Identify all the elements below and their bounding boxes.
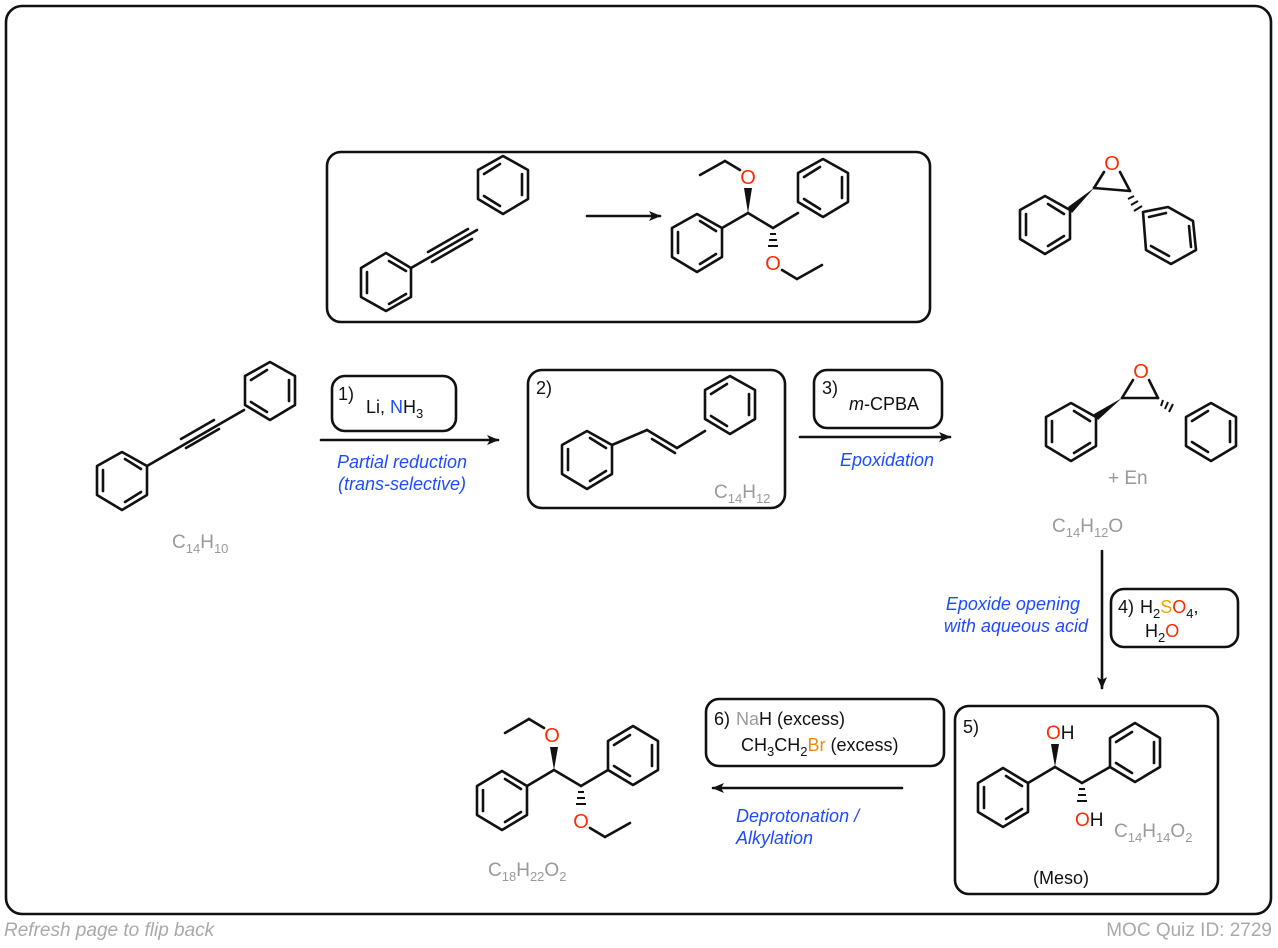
- step2-number: 2): [536, 378, 552, 398]
- step1-note: Partial reduction: [337, 452, 467, 472]
- step1-reagent-box: [330, 374, 458, 433]
- step3-reagent: m-CPBA: [849, 394, 919, 414]
- step1-number: 1): [338, 384, 354, 404]
- step6-reagent-line2: CH3CH2Br (excess): [741, 735, 898, 759]
- final-formula: C18H22O2: [488, 860, 566, 884]
- start-formula: C14H10: [172, 532, 228, 556]
- benzene-ring: [1018, 194, 1072, 256]
- step4-note: with aqueous acid: [944, 616, 1089, 636]
- benzene-ring: [703, 374, 757, 436]
- oxygen-label: O: [765, 253, 781, 275]
- step5-box: [953, 704, 1220, 896]
- step4-reagent-box: [1109, 587, 1240, 649]
- benzene-ring: [606, 724, 660, 787]
- oxygen-label: O: [544, 725, 560, 747]
- oxygen-label: O: [573, 811, 589, 833]
- oxygen-label: O: [1133, 361, 1149, 383]
- quiz-id: MOC Quiz ID: 2729: [1106, 920, 1272, 941]
- plus-enantiomer: + En: [1108, 468, 1148, 489]
- step4-note: Epoxide opening: [946, 594, 1080, 614]
- step3-note: Epoxidation: [840, 450, 934, 470]
- epoxide-formula: C14H12O: [1052, 516, 1123, 540]
- flip-back-hint: Refresh page to flip back: [4, 920, 215, 941]
- benzene-ring: [475, 769, 529, 832]
- answer-preview-epoxide: O: [1018, 153, 1198, 266]
- benzene-ring: [243, 360, 297, 422]
- trans-stilbene: [560, 374, 757, 491]
- benzene-ring: [359, 251, 413, 313]
- step6-note: Alkylation: [735, 828, 813, 848]
- question-box: [325, 150, 932, 324]
- question-start-diphenylacetylene: [359, 154, 530, 313]
- benzene-ring: [95, 450, 149, 512]
- benzene-ring: [1141, 205, 1198, 266]
- oxygen-label: O: [1104, 153, 1120, 175]
- benzene-ring: [1108, 721, 1162, 784]
- benzene-ring: [670, 212, 724, 274]
- step6-reagent-line1: 6)NaH (excess): [714, 709, 845, 729]
- step4-reagent-line2: H2O: [1145, 621, 1179, 645]
- oxygen-label: O: [740, 167, 756, 189]
- step5-formula: C14H14O2: [1114, 821, 1192, 845]
- start-diphenylacetylene: C14H10: [95, 360, 297, 556]
- step6-reagent-box: [704, 697, 946, 768]
- step4-reagent-line1: 4)H2SO4,: [1118, 597, 1199, 621]
- step3-reagent-box: [812, 368, 944, 430]
- final-product-diethyl-ether: O O C18H22O2: [475, 717, 660, 884]
- benzene-ring: [1044, 401, 1098, 463]
- step2-box: [526, 368, 787, 510]
- benzene-ring: [1184, 401, 1238, 463]
- step1-note: (trans-selective): [338, 474, 466, 494]
- step6-note: Deprotonation /: [736, 806, 861, 826]
- benzene-ring: [796, 157, 850, 219]
- epoxide-product: O + En C14H12O: [1044, 361, 1238, 540]
- meso-label: (Meso): [1033, 868, 1089, 888]
- meso-diol: OH OH: [976, 721, 1162, 831]
- hydroxyl-label: OH: [1075, 810, 1104, 831]
- step5-number: 5): [963, 717, 979, 737]
- step3-number: 3): [822, 378, 838, 398]
- quiz-card: [4, 4, 1273, 916]
- step1-reagent: Li, NH3: [366, 397, 423, 421]
- step2-formula: C14H12: [714, 482, 770, 506]
- benzene-ring: [476, 154, 530, 216]
- benzene-ring: [976, 766, 1030, 829]
- question-product-diethyl-ether: O O: [670, 157, 850, 281]
- hydroxyl-label: OH: [1046, 723, 1075, 744]
- benzene-ring: [560, 429, 614, 491]
